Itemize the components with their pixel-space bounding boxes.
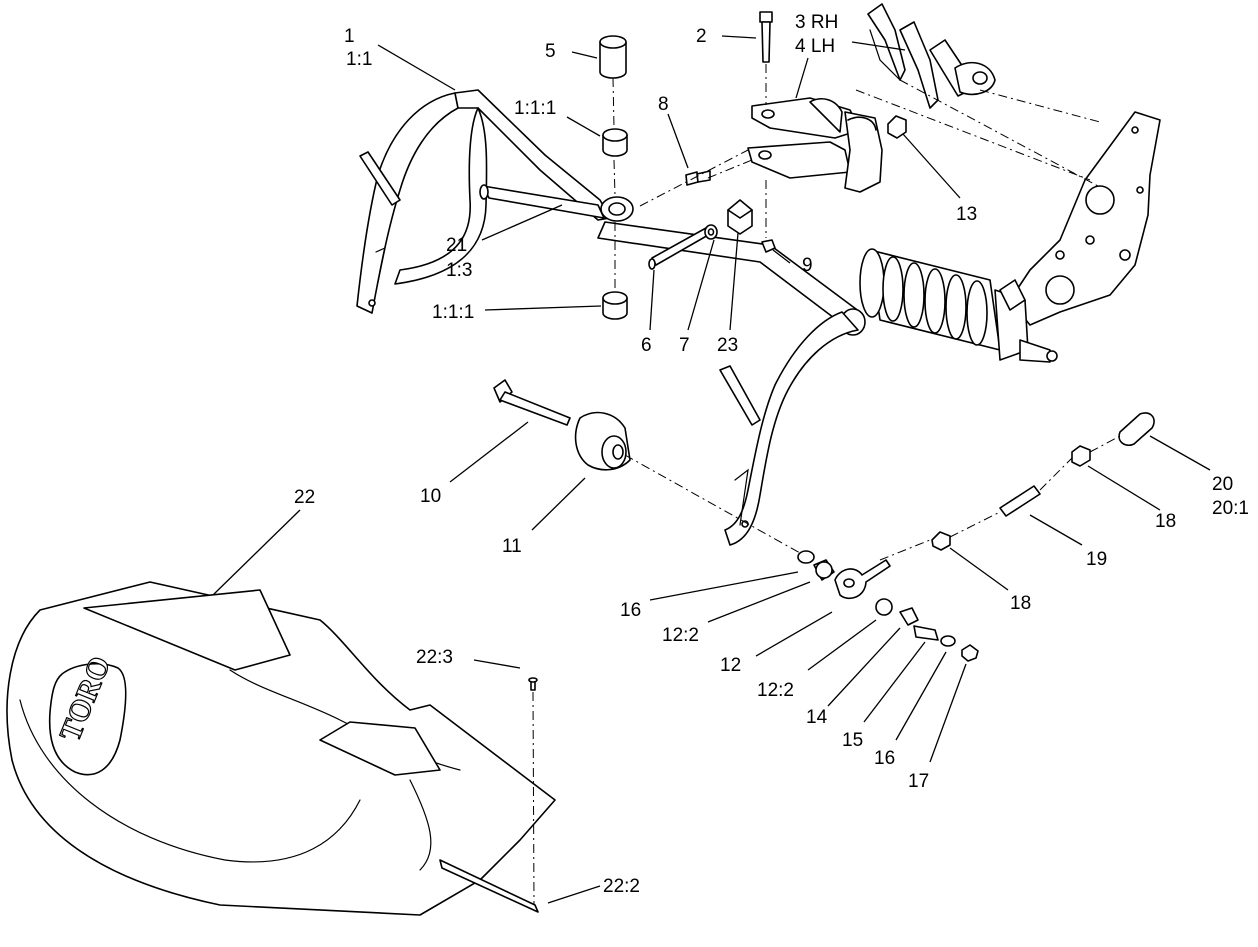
callout-17: 17 xyxy=(908,771,929,792)
callout-13: 13 xyxy=(956,204,977,225)
callout-8: 8 xyxy=(658,94,669,115)
callout-11: 11 xyxy=(502,536,522,557)
callout-22-3: 22:3 xyxy=(416,647,453,668)
linkage-hardware xyxy=(797,412,1155,662)
callout-22-2: 22:2 xyxy=(603,876,640,897)
callout-7: 7 xyxy=(679,335,690,356)
callout-3-rh: 3 RH xyxy=(795,12,838,33)
pivot-bracket-part xyxy=(747,97,883,193)
callout-1: 1 xyxy=(344,26,355,47)
leader-lines xyxy=(212,35,1211,904)
small-hardware-upper xyxy=(648,115,907,270)
seat-frame-part xyxy=(356,89,866,546)
callout-1-3: 1:3 xyxy=(446,260,472,281)
seat-bracket-part xyxy=(867,3,996,109)
callout-21: 21 xyxy=(446,235,467,256)
bolt-part xyxy=(759,11,773,63)
callout-1-1-1-lower: 1:1:1 xyxy=(432,302,474,323)
callout-9: 9 xyxy=(802,255,813,276)
callout-16-lower: 16 xyxy=(874,748,895,769)
callout-10: 10 xyxy=(420,486,441,507)
callout-23: 23 xyxy=(717,335,738,356)
center-lines xyxy=(532,64,1121,906)
callout-5: 5 xyxy=(545,41,556,62)
toro-logo: TORO xyxy=(48,651,127,776)
callout-6: 6 xyxy=(641,335,652,356)
callout-2: 2 xyxy=(696,26,707,47)
seat-part: TORO xyxy=(6,581,556,916)
callout-15: 15 xyxy=(842,730,863,751)
callout-14: 14 xyxy=(806,707,828,728)
side-plate-part xyxy=(1009,111,1161,326)
callout-4-lh: 4 LH xyxy=(795,36,835,57)
callout-20-1: 20:1 xyxy=(1212,498,1249,519)
callout-22: 22 xyxy=(294,487,315,508)
shock-spring-part xyxy=(859,248,1058,363)
callout-12-2-lower: 12:2 xyxy=(757,680,794,701)
callout-20: 20 xyxy=(1212,474,1233,495)
callout-19: 19 xyxy=(1086,549,1107,570)
bumper-bolt-parts xyxy=(493,379,631,471)
callout-1-1: 1:1 xyxy=(346,49,372,70)
bushing-parts xyxy=(599,35,628,320)
callout-16-upper: 16 xyxy=(620,600,641,621)
callout-12: 12 xyxy=(720,655,741,676)
callout-18-right: 18 xyxy=(1155,511,1176,532)
callout-12-2-upper: 12:2 xyxy=(662,625,699,646)
callout-labels: 1 1:1 2 3 RH 4 LH 5 1:1:1 8 13 21 1:3 9 … xyxy=(294,12,1249,897)
callout-18-left: 18 xyxy=(1010,593,1031,614)
callout-1-1-1-upper: 1:1:1 xyxy=(514,98,556,119)
